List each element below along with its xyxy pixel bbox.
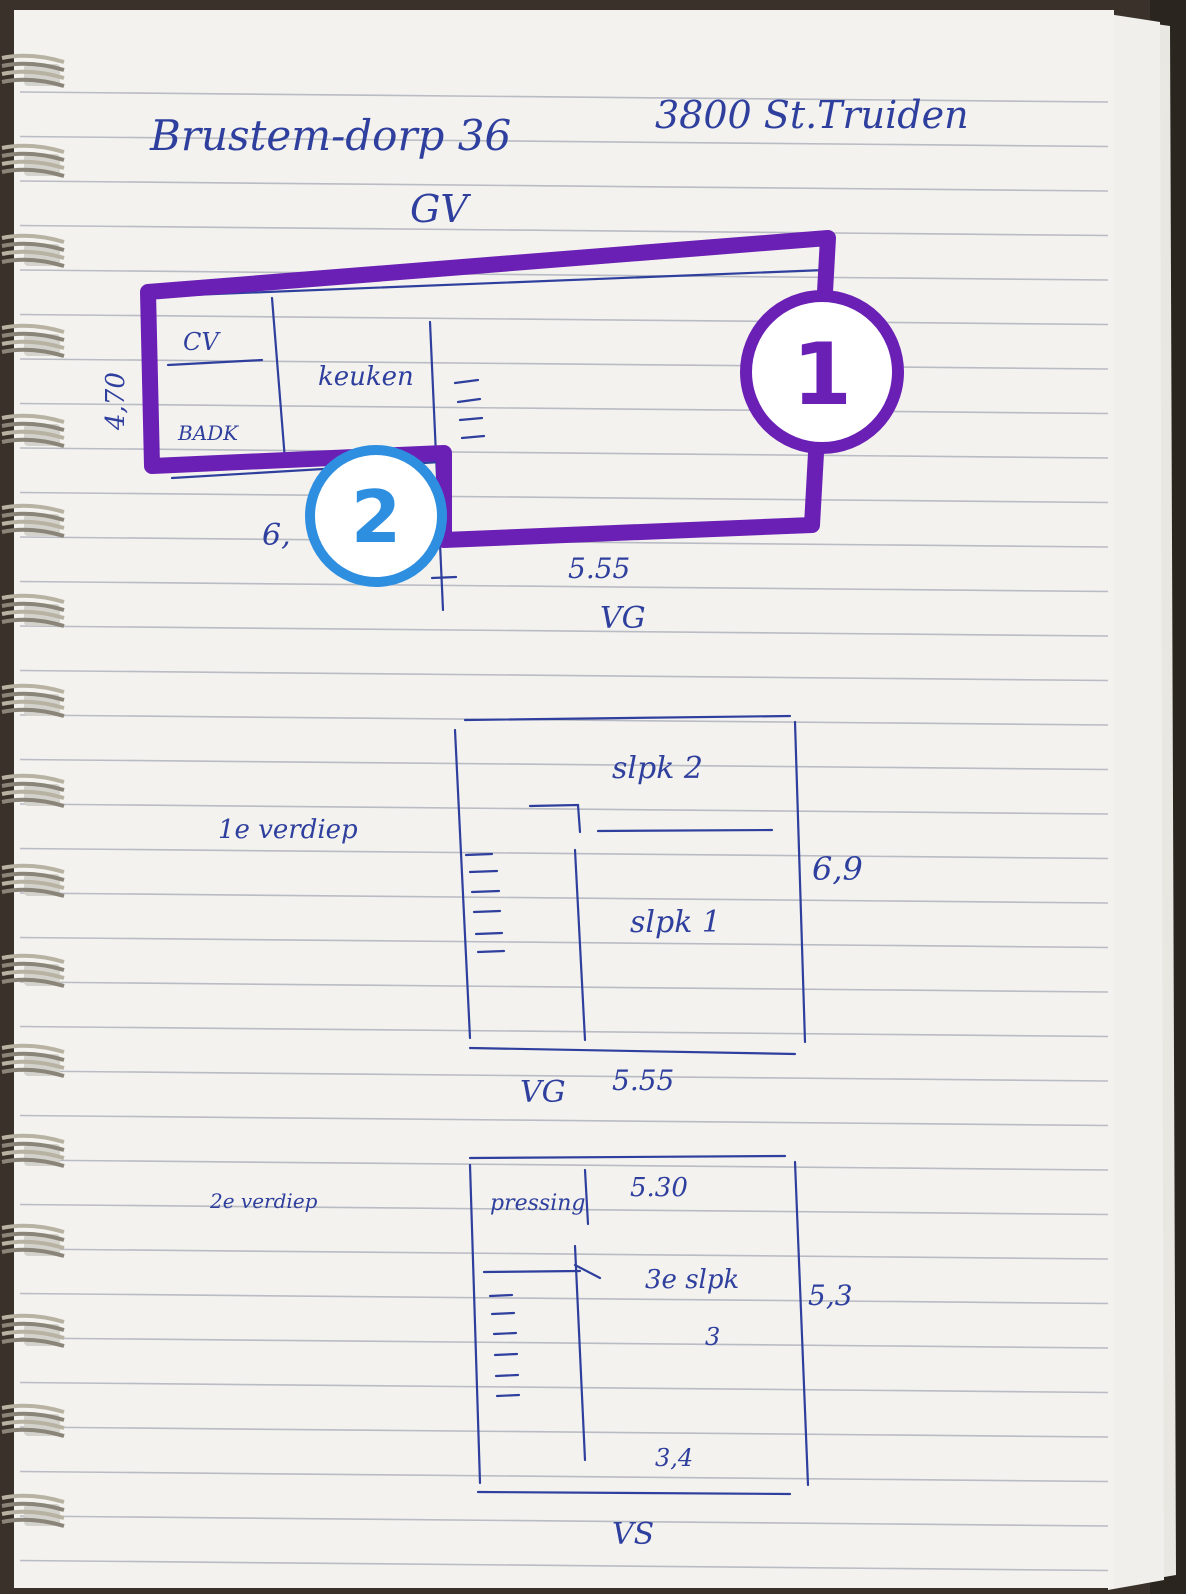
- spiral-binding: [1, 53, 65, 1528]
- ruled-line: [19, 669, 1109, 682]
- spiral-coil: [1, 953, 65, 988]
- spiral-coil: [1, 773, 65, 808]
- ruled-line: [19, 1426, 1109, 1438]
- room-bedroom-2: slpk 2: [612, 751, 703, 786]
- ruled-line: [19, 269, 1109, 281]
- svg-text:1: 1: [792, 325, 852, 425]
- ruled-line: [19, 135, 1109, 148]
- ruled-line: [19, 1559, 1109, 1572]
- spiral-coil: [1, 233, 65, 268]
- annotation-badge-2: 2: [305, 445, 447, 587]
- spiral-coil: [1, 683, 65, 718]
- second-floor-side-dim: 5,3: [808, 1279, 853, 1312]
- page-title-address: Brustem-dorp 36: [149, 111, 511, 160]
- ruled-line: [19, 1470, 1109, 1483]
- notebook-page: [14, 10, 1114, 1588]
- ruled-line: [19, 402, 1109, 415]
- ruled-line: [19, 803, 1109, 815]
- ruled-line: [19, 180, 1109, 192]
- ruled-line: [19, 1337, 1109, 1349]
- ground-floor-highlight: [140, 230, 836, 548]
- ruled-line: [19, 224, 1109, 237]
- ruled-line: [19, 1515, 1109, 1527]
- room-bathroom: BADK: [177, 421, 239, 445]
- first-floor-dim-bottom: 5.55: [612, 1064, 674, 1097]
- ruled-line: [19, 358, 1109, 370]
- room-bedroom-3-number: 3: [705, 1323, 720, 1351]
- second-floor-label: 2e verdiep: [209, 1189, 318, 1213]
- pressing-dim: 5.30: [630, 1173, 688, 1203]
- ruled-line: [19, 1292, 1109, 1305]
- ruled-line: [19, 1248, 1109, 1260]
- ruled-line: [19, 1025, 1109, 1038]
- spiral-coil: [1, 1403, 65, 1438]
- ground-floor-dim-bottom: 5.55: [568, 552, 630, 585]
- spiral-coil: [1, 1133, 65, 1168]
- spiral-coil: [1, 53, 65, 88]
- spiral-coil: [1, 323, 65, 358]
- ruled-line: [19, 91, 1109, 103]
- ruled-line: [19, 580, 1109, 593]
- ruled-line: [19, 1114, 1109, 1127]
- first-floor-below-label: VG: [520, 1075, 566, 1110]
- room-bedroom-3: 3e slpk: [645, 1265, 739, 1295]
- ground-floor-dim-bottom-left: 6,: [262, 518, 291, 553]
- ruled-lines: [19, 91, 1109, 1572]
- ground-floor-label: GV: [410, 187, 471, 231]
- ruled-line: [19, 1159, 1109, 1171]
- page-title-city: 3800 St.Truiden: [655, 93, 969, 137]
- ruled-line: [19, 313, 1109, 326]
- ground-floor-below-label: VG: [600, 601, 646, 636]
- first-floor-side-dim: 6,9: [812, 850, 863, 888]
- spiral-coil: [1, 143, 65, 178]
- svg-text:2: 2: [351, 475, 401, 559]
- ruled-line: [19, 892, 1109, 904]
- spiral-coil: [1, 503, 65, 538]
- second-floor-below-label: VS: [612, 1517, 654, 1552]
- spiral-coil: [1, 1223, 65, 1258]
- ruled-line: [19, 1381, 1109, 1394]
- second-floor-plan: [468, 1154, 810, 1496]
- ruled-line: [19, 1070, 1109, 1082]
- ruled-line: [19, 981, 1109, 993]
- spiral-coil: [1, 1313, 65, 1348]
- first-floor-plan: [453, 714, 807, 1056]
- ruled-line: [19, 1203, 1109, 1216]
- ruled-line: [19, 625, 1109, 637]
- second-floor-inner-dim: 3,4: [655, 1444, 693, 1472]
- ruled-line: [19, 491, 1109, 504]
- first-floor-label: 1e verdiep: [218, 815, 358, 845]
- spiral-coil: [1, 413, 65, 448]
- room-kitchen: keuken: [318, 362, 414, 392]
- annotation-badge-1: 1: [740, 290, 904, 454]
- room-bedroom-1: slpk 1: [630, 905, 721, 940]
- room-pressing: pressing: [490, 1191, 586, 1216]
- ruled-line: [19, 758, 1109, 771]
- ruled-line: [19, 847, 1109, 860]
- ruled-line: [19, 714, 1109, 726]
- spiral-coil: [1, 593, 65, 628]
- spiral-coil: [1, 863, 65, 898]
- spiral-coil: [1, 1043, 65, 1078]
- ruled-line: [19, 447, 1109, 459]
- ruled-line: [19, 936, 1109, 949]
- room-cv: CV: [183, 328, 221, 356]
- spiral-coil: [1, 1493, 65, 1528]
- ground-floor-side-dim: 4,70: [101, 372, 131, 431]
